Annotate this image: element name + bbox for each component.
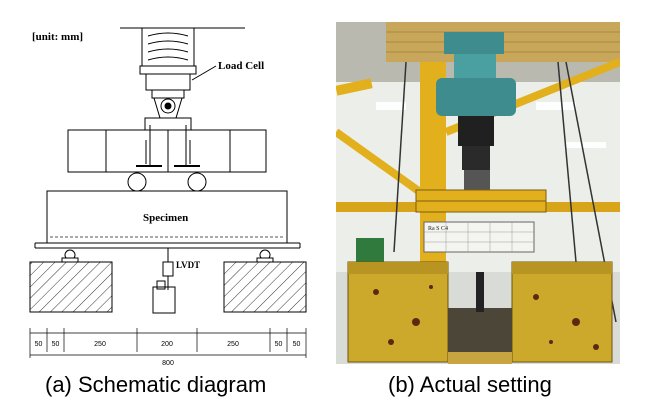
loading-rollers	[120, 171, 210, 192]
dim-3: 250	[94, 341, 106, 348]
dim-6: 50	[275, 341, 283, 348]
spreader-beam	[67, 117, 267, 173]
specimen-photo	[423, 221, 535, 253]
dim-2: 50	[52, 341, 60, 348]
specimen-label: Specimen	[143, 212, 188, 224]
dimension-lines	[29, 328, 307, 358]
actuator	[436, 32, 516, 190]
dimension-values: 50 50 250 200 250 50 50 800	[35, 341, 301, 367]
unit-label: [unit: mm]	[32, 31, 83, 43]
dim-total: 800	[162, 360, 174, 367]
left-support-photo	[347, 261, 449, 363]
actual-setting-photo: Ra S C4	[336, 22, 620, 364]
left-support	[29, 249, 113, 313]
lvdt-label: LVDT	[176, 260, 200, 270]
dim-4: 200	[161, 341, 173, 348]
dim-5: 250	[227, 341, 239, 348]
dim-1: 50	[35, 341, 43, 348]
right-support-photo	[511, 261, 613, 363]
caption-actual-setting: (b) Actual setting	[388, 372, 552, 397]
load-frame-top	[120, 27, 245, 75]
right-support	[223, 249, 307, 313]
dim-7: 50	[293, 341, 301, 348]
schematic-diagram: [unit: mm] Load Cell	[29, 27, 307, 367]
load-cell	[145, 65, 217, 119]
lvdt-sensor	[152, 248, 176, 314]
caption-schematic: (a) Schematic diagram	[45, 372, 267, 397]
specimen-plate-text: Ra S C4	[428, 226, 448, 232]
load-cell-label: Load Cell	[218, 60, 264, 72]
